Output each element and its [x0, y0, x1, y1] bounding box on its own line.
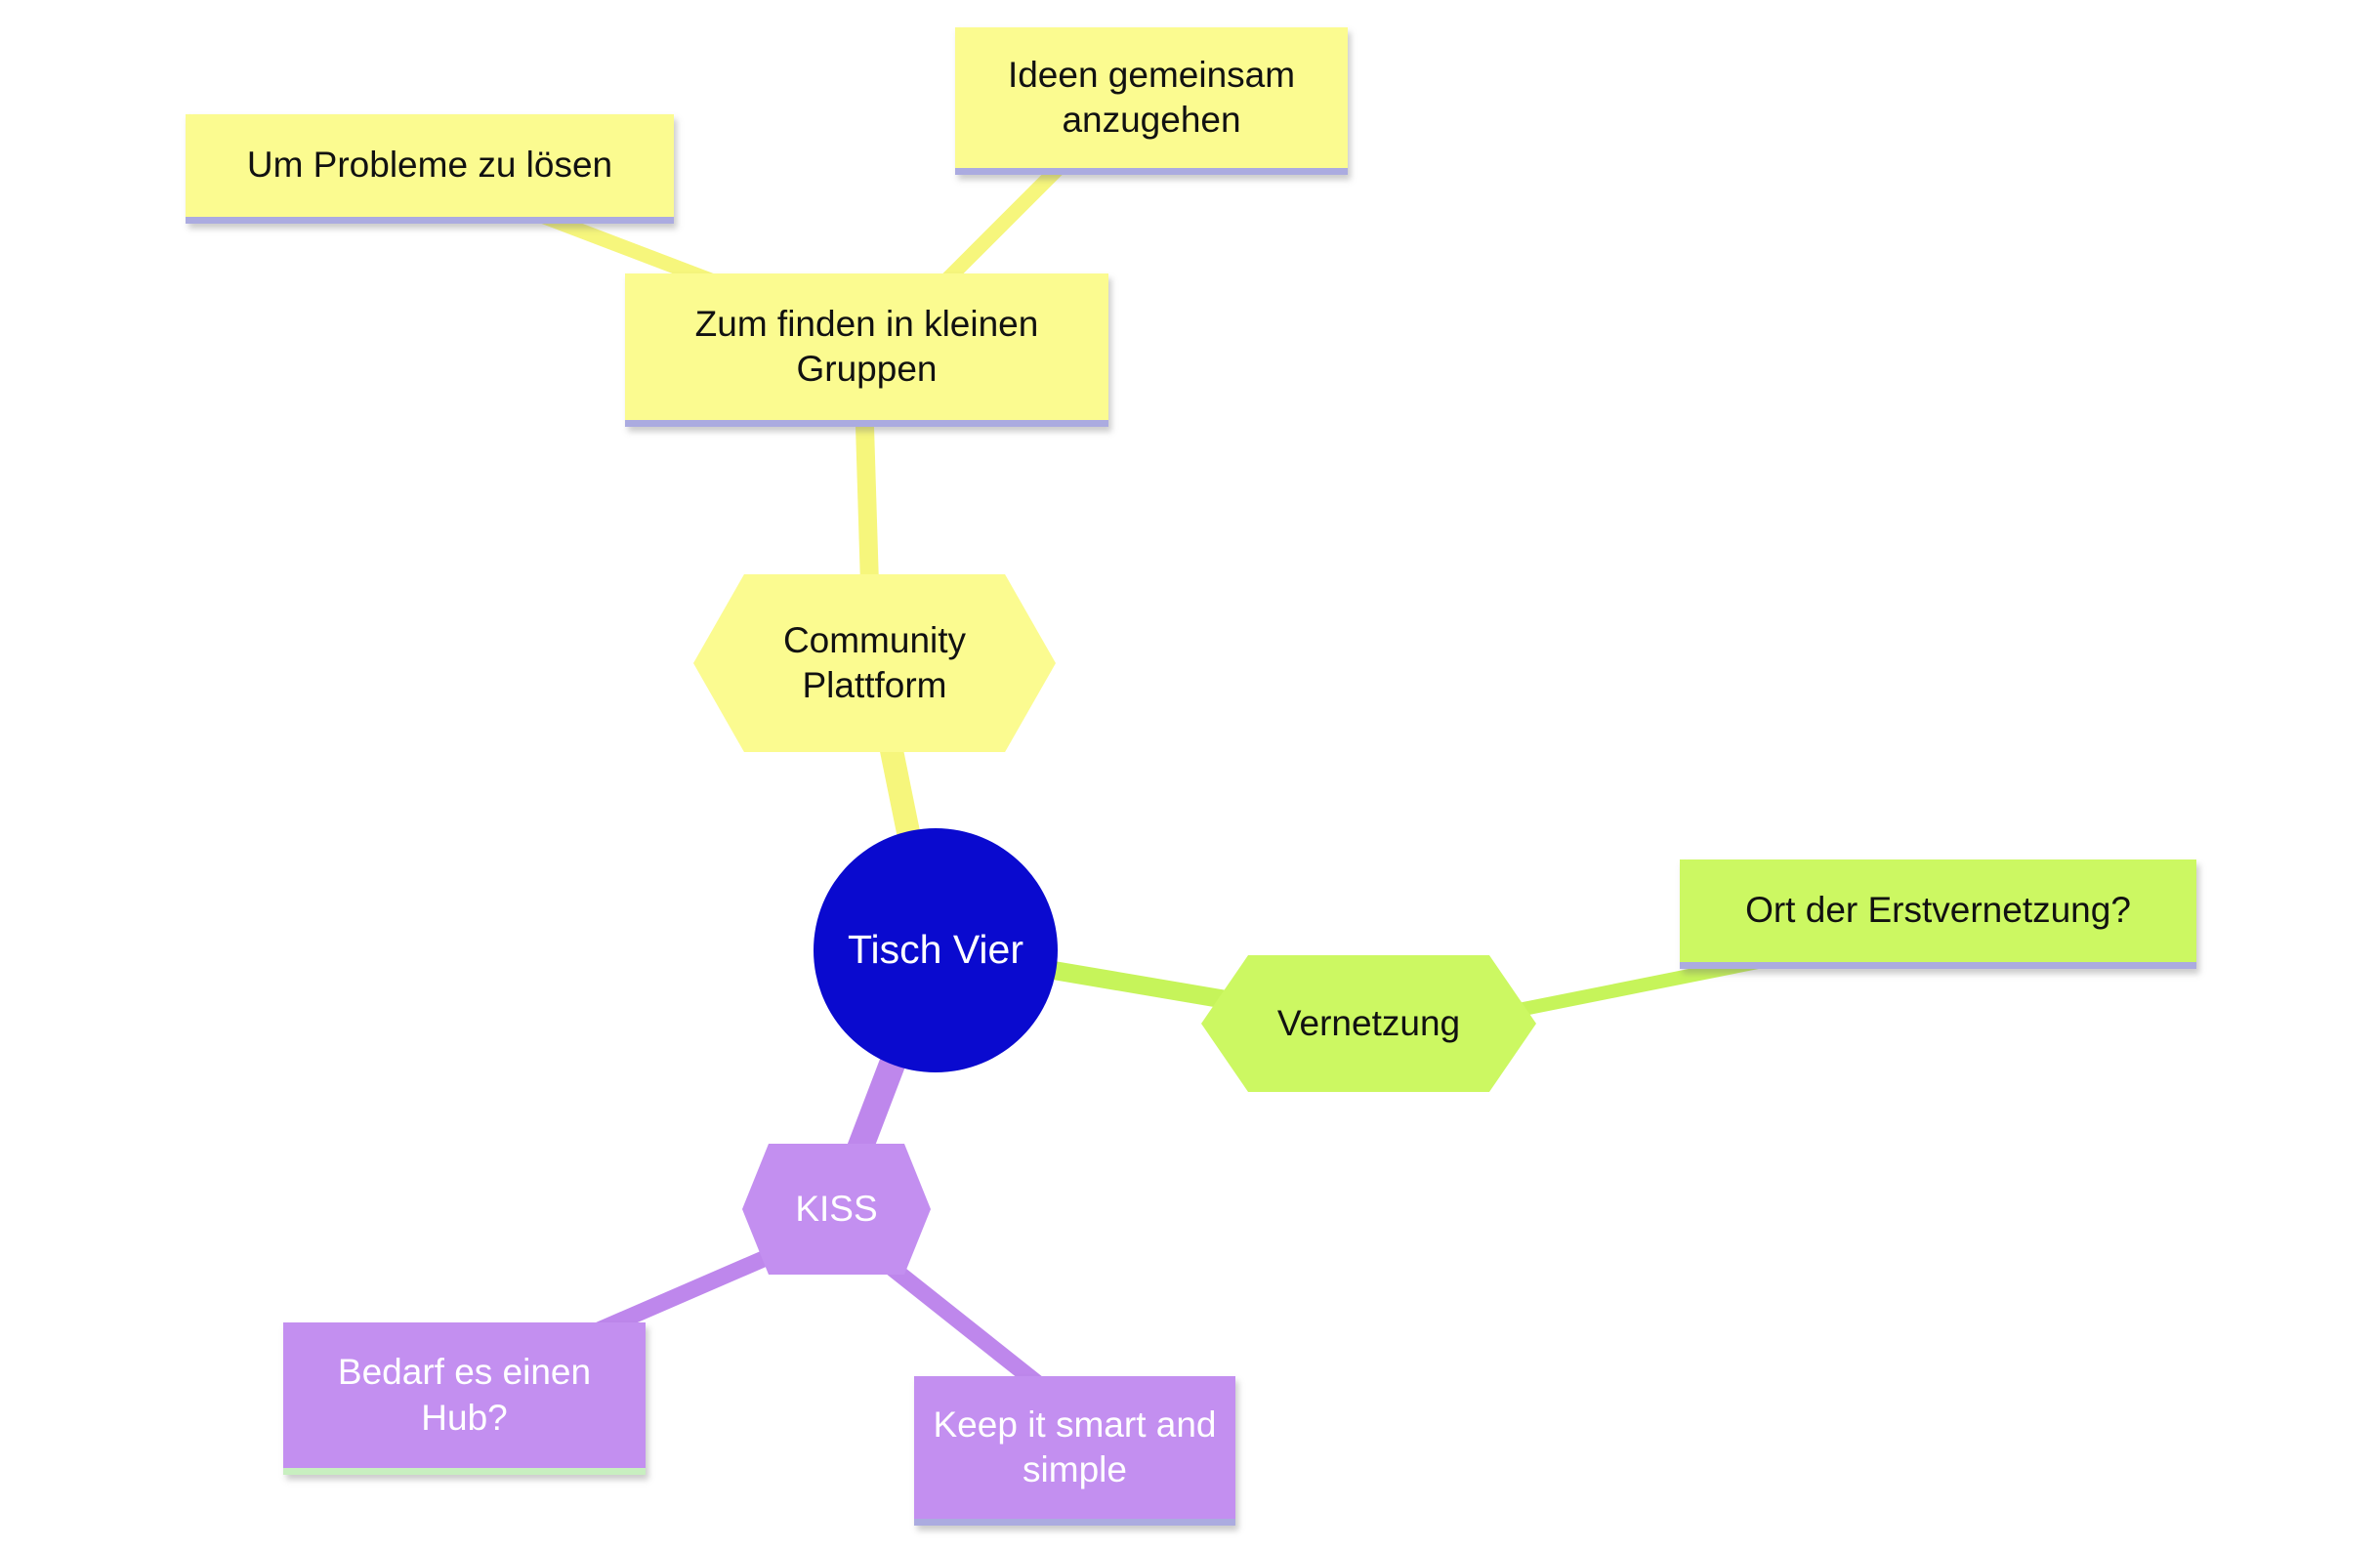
- node-zum-finden[interactable]: Zum finden in kleinen Gruppen: [625, 273, 1108, 427]
- node-label: Bedarf es einen Hub?: [337, 1352, 592, 1438]
- node-label: Ort der Erstvernetzung?: [1745, 890, 2131, 931]
- node-community-plattform[interactable]: Community Plattform: [693, 574, 1056, 752]
- node-label: KISS: [795, 1188, 878, 1229]
- node-label: Ideen gemeinsam anzugehen: [1007, 54, 1296, 140]
- node-label: Community Plattform: [782, 619, 967, 705]
- center-node-label: Tisch Vier: [848, 927, 1023, 973]
- node-label: Vernetzung: [1276, 1002, 1461, 1043]
- node-kiss[interactable]: KISS: [742, 1144, 931, 1275]
- node-label: Keep it smart and simple: [933, 1404, 1217, 1489]
- node-ort-der-erstvernetzung[interactable]: Ort der Erstvernetzung?: [1680, 859, 2196, 969]
- node-label: Zum finden in kleinen Gruppen: [694, 303, 1039, 389]
- node-ideen-gemeinsam[interactable]: Ideen gemeinsam anzugehen: [955, 27, 1348, 175]
- node-tisch-vier[interactable]: Tisch Vier: [814, 828, 1058, 1072]
- node-keep-it-smart[interactable]: Keep it smart and simple: [914, 1376, 1235, 1526]
- edge-zumfinden-ideen: [928, 156, 1070, 299]
- node-um-probleme[interactable]: Um Probleme zu lösen: [186, 114, 674, 224]
- node-label: Um Probleme zu lösen: [246, 145, 613, 186]
- node-bedarf-hub[interactable]: Bedarf es einen Hub?: [283, 1322, 646, 1475]
- node-vernetzung[interactable]: Vernetzung: [1201, 955, 1536, 1092]
